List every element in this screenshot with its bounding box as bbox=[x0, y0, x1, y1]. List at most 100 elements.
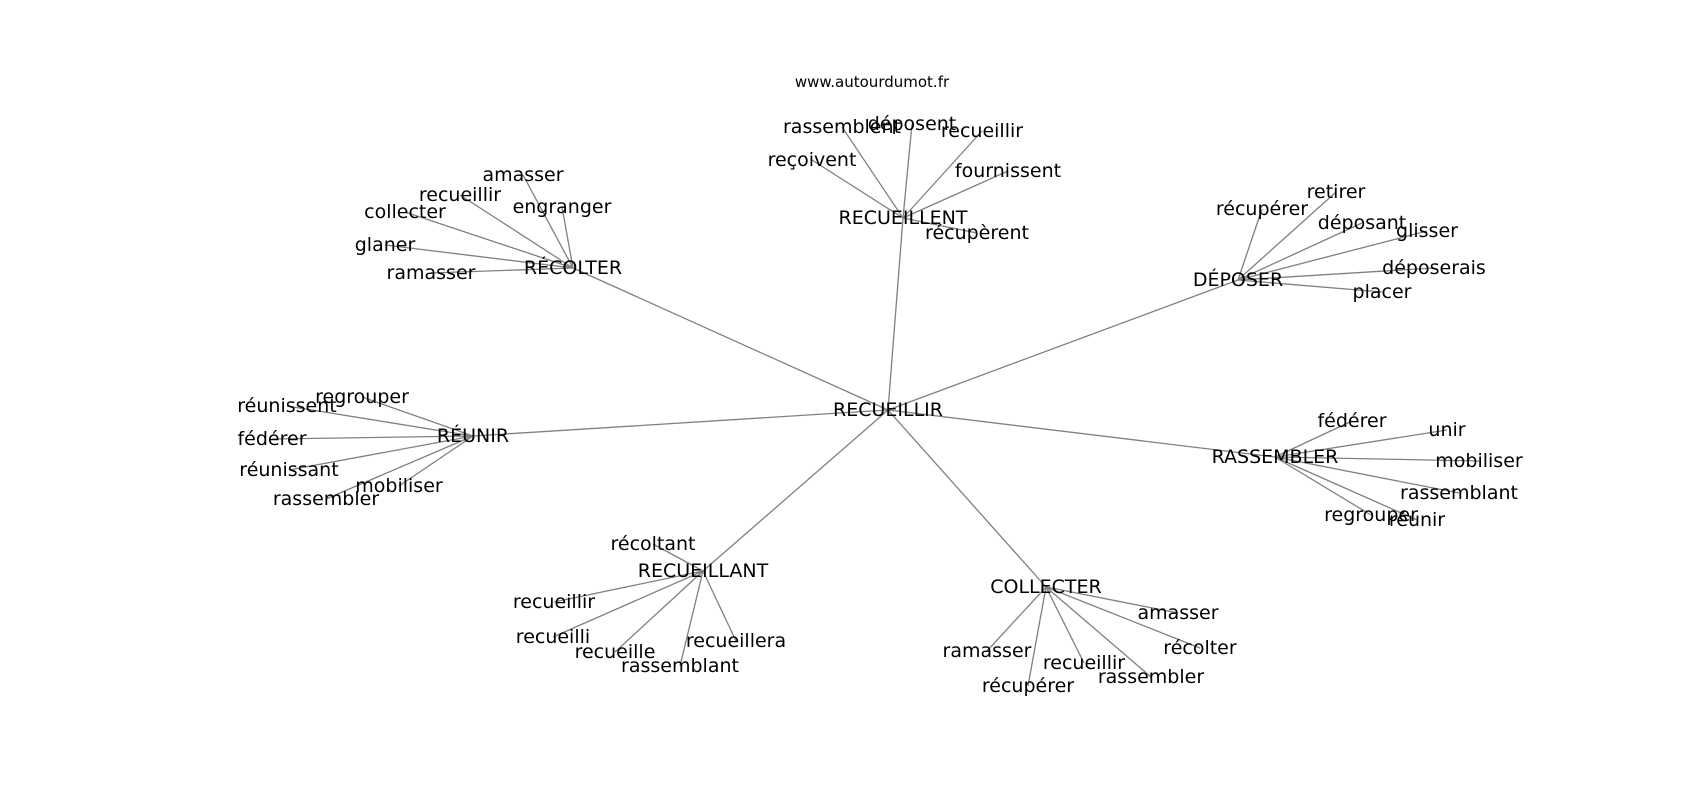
leaf-word-collecter-0[interactable]: amasser bbox=[1137, 602, 1218, 624]
edge-recueillent-5 bbox=[902, 217, 978, 234]
edge-rassembler-3 bbox=[1274, 456, 1460, 494]
leaf-word-recueillant-0[interactable]: récoltant bbox=[610, 533, 695, 555]
edge-center-collecter bbox=[887, 409, 1047, 588]
leaf-word-recueillent-1[interactable]: déposent bbox=[868, 113, 957, 135]
edge-collecter-4 bbox=[1045, 586, 1152, 678]
leaf-word-deposer-4[interactable]: déposerais bbox=[1382, 257, 1486, 279]
edge-recolter-0 bbox=[522, 174, 574, 269]
edge-recueillent-3 bbox=[811, 159, 904, 219]
edge-reunir-4 bbox=[398, 435, 474, 487]
edge-collecter-5 bbox=[1027, 586, 1047, 687]
edge-recueillent-2 bbox=[902, 130, 983, 219]
leaf-word-rassembler-1[interactable]: unir bbox=[1428, 419, 1465, 441]
edge-recolter-4 bbox=[384, 244, 574, 269]
leaf-word-recolter-5[interactable]: ramasser bbox=[387, 262, 476, 284]
edge-deposer-5 bbox=[1237, 279, 1383, 293]
edge-rassembler-4 bbox=[1274, 456, 1372, 516]
edge-deposer-4 bbox=[1237, 267, 1435, 281]
graph-labels: RECUEILLIRRÉCOLTERamasserrecueillircolle… bbox=[237, 113, 1523, 697]
edge-reunir-3 bbox=[288, 435, 474, 471]
leaf-word-recolter-2[interactable]: collecter bbox=[364, 201, 446, 223]
edge-recolter-3 bbox=[561, 206, 574, 269]
leaf-word-collecter-5[interactable]: récupérer bbox=[982, 675, 1074, 697]
hub-word-recueillent[interactable]: RECUEILLENT bbox=[839, 207, 968, 229]
leaf-word-collecter-1[interactable]: récolter bbox=[1163, 637, 1237, 659]
edge-recueillant-3 bbox=[614, 570, 704, 653]
edge-rassembler-5 bbox=[1274, 456, 1418, 521]
leaf-word-rassembler-0[interactable]: fédérer bbox=[1317, 410, 1386, 432]
hub-word-recolter[interactable]: RÉCOLTER bbox=[524, 256, 622, 279]
leaf-word-reunir-5[interactable]: rassembler bbox=[273, 488, 379, 510]
leaf-word-recolter-1[interactable]: recueillir bbox=[419, 184, 501, 206]
edge-reunir-2 bbox=[271, 435, 474, 440]
edge-collecter-2 bbox=[986, 586, 1047, 652]
leaf-word-collecter-3[interactable]: recueillir bbox=[1043, 652, 1125, 674]
leaf-word-recueillent-2[interactable]: recueillir bbox=[941, 120, 1023, 142]
edge-center-recueillant bbox=[702, 409, 889, 572]
leaf-word-recueillant-1[interactable]: recueillir bbox=[513, 591, 595, 613]
edge-rassembler-0 bbox=[1274, 420, 1353, 458]
graph-edges bbox=[271, 123, 1480, 687]
leaf-word-deposer-1[interactable]: récupérer bbox=[1216, 198, 1308, 220]
leaf-word-rassembler-2[interactable]: mobiliser bbox=[1435, 450, 1523, 472]
edge-collecter-3 bbox=[1045, 586, 1085, 664]
leaf-word-collecter-2[interactable]: ramasser bbox=[943, 640, 1032, 662]
leaf-word-recueillent-0[interactable]: rassemblent bbox=[783, 116, 901, 138]
leaf-word-reunir-2[interactable]: fédérer bbox=[237, 428, 306, 450]
leaf-word-rassembler-4[interactable]: regrouper bbox=[1324, 504, 1418, 526]
leaf-word-recolter-3[interactable]: engranger bbox=[513, 196, 612, 218]
hub-word-recueillant[interactable]: RECUEILLANT bbox=[638, 560, 769, 582]
leaf-word-reunir-0[interactable]: regrouper bbox=[315, 386, 409, 408]
edge-recolter-5 bbox=[430, 267, 574, 274]
hub-word-collecter[interactable]: COLLECTER bbox=[990, 576, 1101, 598]
edge-reunir-0 bbox=[361, 396, 474, 437]
leaf-word-reunir-4[interactable]: mobiliser bbox=[355, 475, 443, 497]
edge-center-deposer bbox=[887, 279, 1239, 411]
edge-collecter-0 bbox=[1045, 586, 1179, 614]
leaf-word-recueillant-4[interactable]: recueillera bbox=[686, 630, 786, 652]
edge-recueillent-4 bbox=[902, 170, 1009, 219]
edge-recueillant-5 bbox=[679, 570, 704, 667]
hub-word-reunir[interactable]: RÉUNIR bbox=[437, 424, 509, 447]
edge-collecter-1 bbox=[1045, 586, 1201, 649]
leaf-word-recueillant-3[interactable]: recueille bbox=[575, 641, 656, 663]
leaf-word-recolter-0[interactable]: amasser bbox=[482, 164, 563, 186]
leaf-word-reunir-1[interactable]: réunissent bbox=[237, 395, 336, 417]
leaf-word-recolter-4[interactable]: glaner bbox=[355, 234, 416, 256]
leaf-word-deposer-2[interactable]: déposant bbox=[1318, 212, 1406, 234]
edge-center-recueillent bbox=[887, 217, 904, 411]
leaf-word-recueillent-5[interactable]: récupèrent bbox=[925, 222, 1029, 244]
leaf-word-deposer-0[interactable]: retirer bbox=[1307, 181, 1366, 203]
leaf-word-recueillent-4[interactable]: fournissent bbox=[955, 160, 1061, 182]
edge-recueillant-1 bbox=[553, 570, 704, 603]
edge-recolter-2 bbox=[404, 211, 574, 269]
edge-deposer-2 bbox=[1237, 222, 1363, 281]
edge-center-recolter bbox=[572, 267, 889, 411]
leaf-word-recueillant-5[interactable]: rassemblant bbox=[621, 655, 739, 677]
hub-word-rassembler[interactable]: RASSEMBLER bbox=[1212, 446, 1339, 468]
leaf-word-deposer-3[interactable]: glisser bbox=[1396, 220, 1458, 242]
leaf-word-recueillant-2[interactable]: recueilli bbox=[516, 626, 590, 648]
center-word[interactable]: RECUEILLIR bbox=[833, 399, 943, 421]
edge-recueillant-0 bbox=[652, 543, 704, 572]
edge-center-rassembler bbox=[887, 409, 1276, 458]
edge-reunir-5 bbox=[325, 435, 474, 500]
edge-deposer-0 bbox=[1237, 191, 1337, 281]
leaf-word-collecter-4[interactable]: rassembler bbox=[1098, 666, 1204, 688]
edge-reunir-1 bbox=[286, 405, 474, 437]
edge-recolter-1 bbox=[459, 194, 574, 269]
leaf-word-rassembler-5[interactable]: réunir bbox=[1389, 509, 1445, 531]
edge-recueillant-4 bbox=[702, 570, 737, 642]
leaf-word-deposer-5[interactable]: placer bbox=[1353, 281, 1412, 303]
hub-word-deposer[interactable]: DÉPOSER bbox=[1193, 268, 1283, 291]
edge-rassembler-2 bbox=[1274, 456, 1480, 462]
leaf-word-rassembler-3[interactable]: rassemblant bbox=[1400, 482, 1518, 504]
source-url: www.autourdumot.fr bbox=[795, 73, 950, 91]
edge-deposer-3 bbox=[1237, 230, 1428, 281]
leaf-word-reunir-3[interactable]: réunissant bbox=[239, 459, 338, 481]
leaf-word-recueillent-3[interactable]: reçoivent bbox=[768, 149, 857, 171]
edge-deposer-1 bbox=[1237, 208, 1263, 281]
edge-recueillent-0 bbox=[841, 126, 904, 219]
edge-recueillant-2 bbox=[552, 570, 704, 638]
